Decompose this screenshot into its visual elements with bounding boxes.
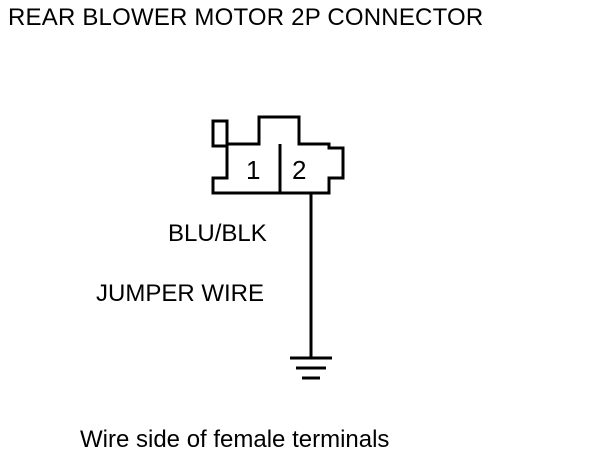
ground-icon xyxy=(290,356,332,380)
wire-color-label: BLU/BLK xyxy=(168,220,267,247)
connector-housing xyxy=(211,115,345,195)
pin-1-label: 1 xyxy=(246,155,261,185)
jumper-wire-label: JUMPER WIRE xyxy=(96,280,264,307)
diagram-title: REAR BLOWER MOTOR 2P CONNECTOR xyxy=(8,4,484,31)
diagram-caption: Wire side of female terminals xyxy=(80,426,390,453)
pin-2-label: 2 xyxy=(292,155,307,185)
